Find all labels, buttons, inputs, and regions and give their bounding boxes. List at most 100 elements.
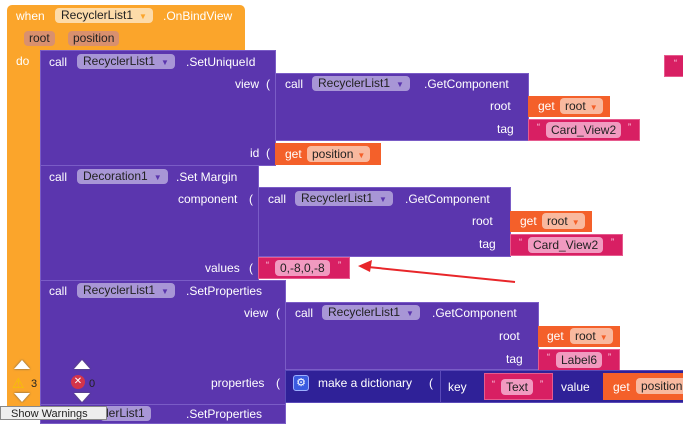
dropdown-value: root (547, 214, 568, 228)
next-error-icon[interactable] (74, 393, 90, 402)
quote-close: ” (338, 260, 341, 270)
gear-icon[interactable]: ⚙ (293, 375, 309, 391)
make-dictionary-block[interactable] (285, 370, 441, 403)
set-unique-component-dropdown[interactable]: RecyclerList1 ▼ (77, 54, 175, 69)
view-label: view (244, 306, 269, 320)
key-text[interactable]: Text (501, 379, 534, 395)
dropdown-value: root (565, 99, 586, 113)
method-name: .SetUniqueId (186, 55, 256, 69)
call-label: call (49, 55, 68, 69)
quote-open: “ (266, 260, 269, 270)
call-label: call (49, 284, 68, 298)
prev-error-icon[interactable] (74, 360, 90, 369)
root-label: root (499, 329, 520, 343)
set-properties-component-dropdown[interactable]: RecyclerList1 ▼ (77, 283, 175, 298)
quote-open: “ (519, 237, 522, 247)
dropdown-value: RecyclerList1 (318, 76, 391, 90)
values-text[interactable]: 0,-8,0,-8 (275, 260, 330, 276)
text-value[interactable]: Card_View2 (528, 237, 604, 253)
dropdown-value: RecyclerList1 (83, 283, 156, 297)
quote-close: ” (608, 352, 611, 362)
set-margin-component-dropdown[interactable]: Decoration1▼ (77, 169, 168, 184)
error-icon: ✕ (71, 375, 85, 389)
event-component-dropdown[interactable]: RecyclerList1 ▼ (55, 8, 153, 23)
show-warnings-button[interactable]: Show Warnings (0, 406, 107, 420)
next-warning-icon[interactable] (14, 393, 30, 402)
method-name: .GetComponent (405, 192, 490, 206)
get-label: get (613, 380, 630, 394)
socket: ( (266, 146, 270, 160)
socket: ( (276, 376, 280, 390)
get-component-dropdown[interactable]: RecyclerList1 ▼ (295, 191, 393, 206)
tag-label: tag (479, 237, 496, 251)
tag-label: tag (506, 352, 523, 366)
dropdown-value: Decoration1 (83, 169, 148, 183)
dropdown-arrow-icon: ▼ (589, 103, 598, 112)
method-name: .GetComponent (432, 306, 517, 320)
dropdown-value: RecyclerList1 (301, 191, 374, 205)
var-dropdown[interactable]: root▼ (570, 328, 613, 344)
dropdown-value: RecyclerList1 (61, 8, 134, 22)
call-label: call (285, 77, 304, 91)
stray-text-block[interactable] (664, 55, 683, 77)
dropdown-arrow-icon: ▼ (161, 58, 169, 67)
dropdown-value: RecyclerList1 (83, 54, 156, 68)
dropdown-value: position (312, 147, 354, 161)
root-label: root (472, 214, 493, 228)
var-dropdown[interactable]: position (636, 378, 683, 394)
quote-close: ” (628, 122, 631, 132)
dropdown-arrow-icon: ▼ (161, 287, 169, 296)
call-label: call (268, 192, 287, 206)
var-dropdown[interactable]: position▼ (307, 146, 371, 162)
quote-open: “ (547, 352, 550, 362)
properties-label: properties (211, 376, 265, 390)
dropdown-arrow-icon: ▼ (571, 218, 580, 227)
dropdown-value: RecyclerList1 (328, 305, 401, 319)
dropdown-arrow-icon: ▼ (406, 309, 414, 318)
dropdown-arrow-icon: ▼ (357, 151, 366, 160)
quote-open: “ (492, 379, 495, 389)
dropdown-value: root (575, 329, 596, 343)
var-dropdown[interactable]: root▼ (560, 98, 603, 114)
quote-open: “ (537, 122, 540, 132)
get-component-dropdown[interactable]: RecyclerList1 ▼ (312, 76, 410, 91)
id-label: id (250, 146, 260, 160)
dropdown-arrow-icon: ▼ (396, 80, 404, 89)
var-dropdown[interactable]: root▼ (542, 213, 585, 229)
view-label: view (235, 77, 260, 91)
socket: ( (249, 192, 253, 206)
text-value[interactable]: Card_View2 (546, 122, 622, 138)
socket: ( (276, 306, 280, 320)
text-value[interactable]: Label6 (556, 352, 603, 368)
dropdown-arrow-icon: ▼ (599, 333, 608, 342)
get-component-dropdown[interactable]: RecyclerList1 ▼ (322, 305, 420, 320)
do-label: do (16, 54, 30, 68)
param-position[interactable]: position (68, 31, 120, 46)
root-label: root (490, 99, 511, 113)
tag-label: tag (497, 122, 514, 136)
event-do-column (7, 50, 40, 413)
get-label: get (285, 147, 302, 161)
get-label: get (538, 99, 555, 113)
method-name: .SetProperties (186, 284, 263, 298)
quote-close: ” (611, 237, 614, 247)
error-count: 0 (89, 378, 96, 390)
event-name: .OnBindView (163, 9, 233, 23)
socket: ( (249, 261, 253, 275)
set-unique-id-block[interactable] (40, 50, 276, 166)
dropdown-arrow-icon: ▼ (379, 195, 387, 204)
method-name: .GetComponent (424, 77, 509, 91)
call-label: call (295, 306, 314, 320)
component-label: component (178, 192, 238, 206)
method-name: .SetProperties (186, 407, 263, 421)
value-label: value (561, 380, 590, 394)
call-label: call (49, 170, 68, 184)
key-label: key (448, 380, 467, 394)
dropdown-arrow-icon: ▼ (139, 12, 147, 21)
get-label: get (547, 329, 564, 343)
prev-warning-icon[interactable] (14, 360, 30, 369)
socket: ( (266, 77, 270, 91)
method-name: .Set Margin (176, 170, 238, 184)
next-component-dropdown[interactable]: lerList1 (100, 406, 151, 421)
param-root[interactable]: root (24, 31, 55, 46)
